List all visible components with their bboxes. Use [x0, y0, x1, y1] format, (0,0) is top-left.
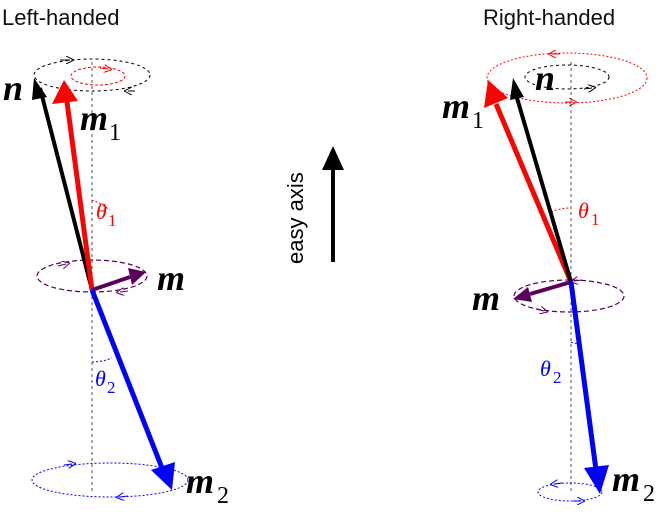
- left-m-direction-arrow: [57, 264, 66, 266]
- easy-axis-label: easy axis: [283, 172, 308, 264]
- right-handed-panel: Right-handed n m 1 θ 1: [442, 5, 655, 507]
- right-theta1-arc: [550, 207, 572, 213]
- left-theta1-label: θ: [96, 199, 107, 224]
- right-n-direction-arrow: [583, 88, 592, 89]
- right-theta2-subscript: 2: [553, 368, 562, 387]
- right-m1-arrowhead: [484, 80, 508, 108]
- right-m-arrowhead: [513, 287, 532, 302]
- right-m2-vector: [568, 281, 599, 471]
- right-theta1-subscript: 1: [591, 210, 600, 229]
- left-m1-subscript: 1: [109, 120, 121, 146]
- left-n-vector: [38, 87, 94, 291]
- easy-axis-indicator: easy axis: [283, 146, 344, 264]
- left-n-arrowhead: [32, 78, 47, 100]
- right-theta1-label: θ: [578, 198, 589, 223]
- left-panel-title: Left-handed: [2, 5, 119, 30]
- right-m2-direction-arrow: [554, 483, 563, 484]
- right-m2-precession-ellipse: [537, 482, 603, 502]
- left-m-arrowhead: [128, 268, 146, 285]
- left-m1-arrowhead: [52, 80, 78, 104]
- right-m-direction-arrow: [535, 309, 544, 311]
- left-handed-panel: Left-handed n m 1 θ 1: [2, 5, 229, 509]
- right-m-label: m: [472, 278, 500, 318]
- right-m2-label: m: [612, 459, 640, 499]
- left-m-label: m: [157, 258, 185, 298]
- right-m-vector: [529, 280, 572, 296]
- left-m1-precession-ellipse: [70, 66, 126, 86]
- left-m2-subscript: 2: [217, 483, 229, 509]
- left-n-precession-ellipse: [33, 58, 151, 92]
- right-m-direction-arrow: [574, 280, 583, 281]
- left-m-vector: [91, 275, 131, 292]
- right-n-vector: [515, 97, 573, 283]
- right-panel-title: Right-handed: [483, 5, 615, 30]
- left-m2-label: m: [186, 461, 214, 501]
- right-m2-subscript: 2: [643, 481, 655, 507]
- right-theta2-arc: [570, 341, 579, 344]
- left-m1-label: m: [80, 98, 108, 138]
- left-m1-vector: [64, 101, 95, 291]
- right-m1-vector: [493, 103, 574, 283]
- left-m-direction-arrow: [120, 291, 129, 292]
- right-n-precession-ellipse: [524, 64, 610, 90]
- right-m1-precession-ellipse: [486, 52, 648, 104]
- right-m2-arrowhead: [584, 465, 609, 494]
- left-theta2-subscript: 2: [107, 378, 116, 397]
- right-theta2-label: θ: [540, 356, 551, 381]
- left-n-label: n: [3, 68, 23, 108]
- left-theta1-arc: [91, 199, 111, 211]
- left-m2-arrowhead: [151, 462, 175, 490]
- left-m2-direction-arrow: [120, 496, 129, 497]
- right-n-arrowhead: [510, 78, 524, 100]
- right-m1-label: m: [442, 86, 470, 126]
- left-m2-precession-ellipse: [31, 462, 189, 498]
- left-m1-direction-arrow: [99, 68, 108, 69]
- left-m2-direction-arrow: [63, 464, 72, 465]
- left-theta1-subscript: 1: [108, 211, 117, 230]
- right-n-label: n: [535, 58, 555, 98]
- right-m1-subscript: 1: [472, 108, 484, 134]
- left-m2-vector: [89, 289, 165, 469]
- left-theta2-arc: [91, 357, 113, 363]
- left-theta2-label: θ: [95, 366, 106, 391]
- easy-axis-arrowhead: [322, 146, 344, 170]
